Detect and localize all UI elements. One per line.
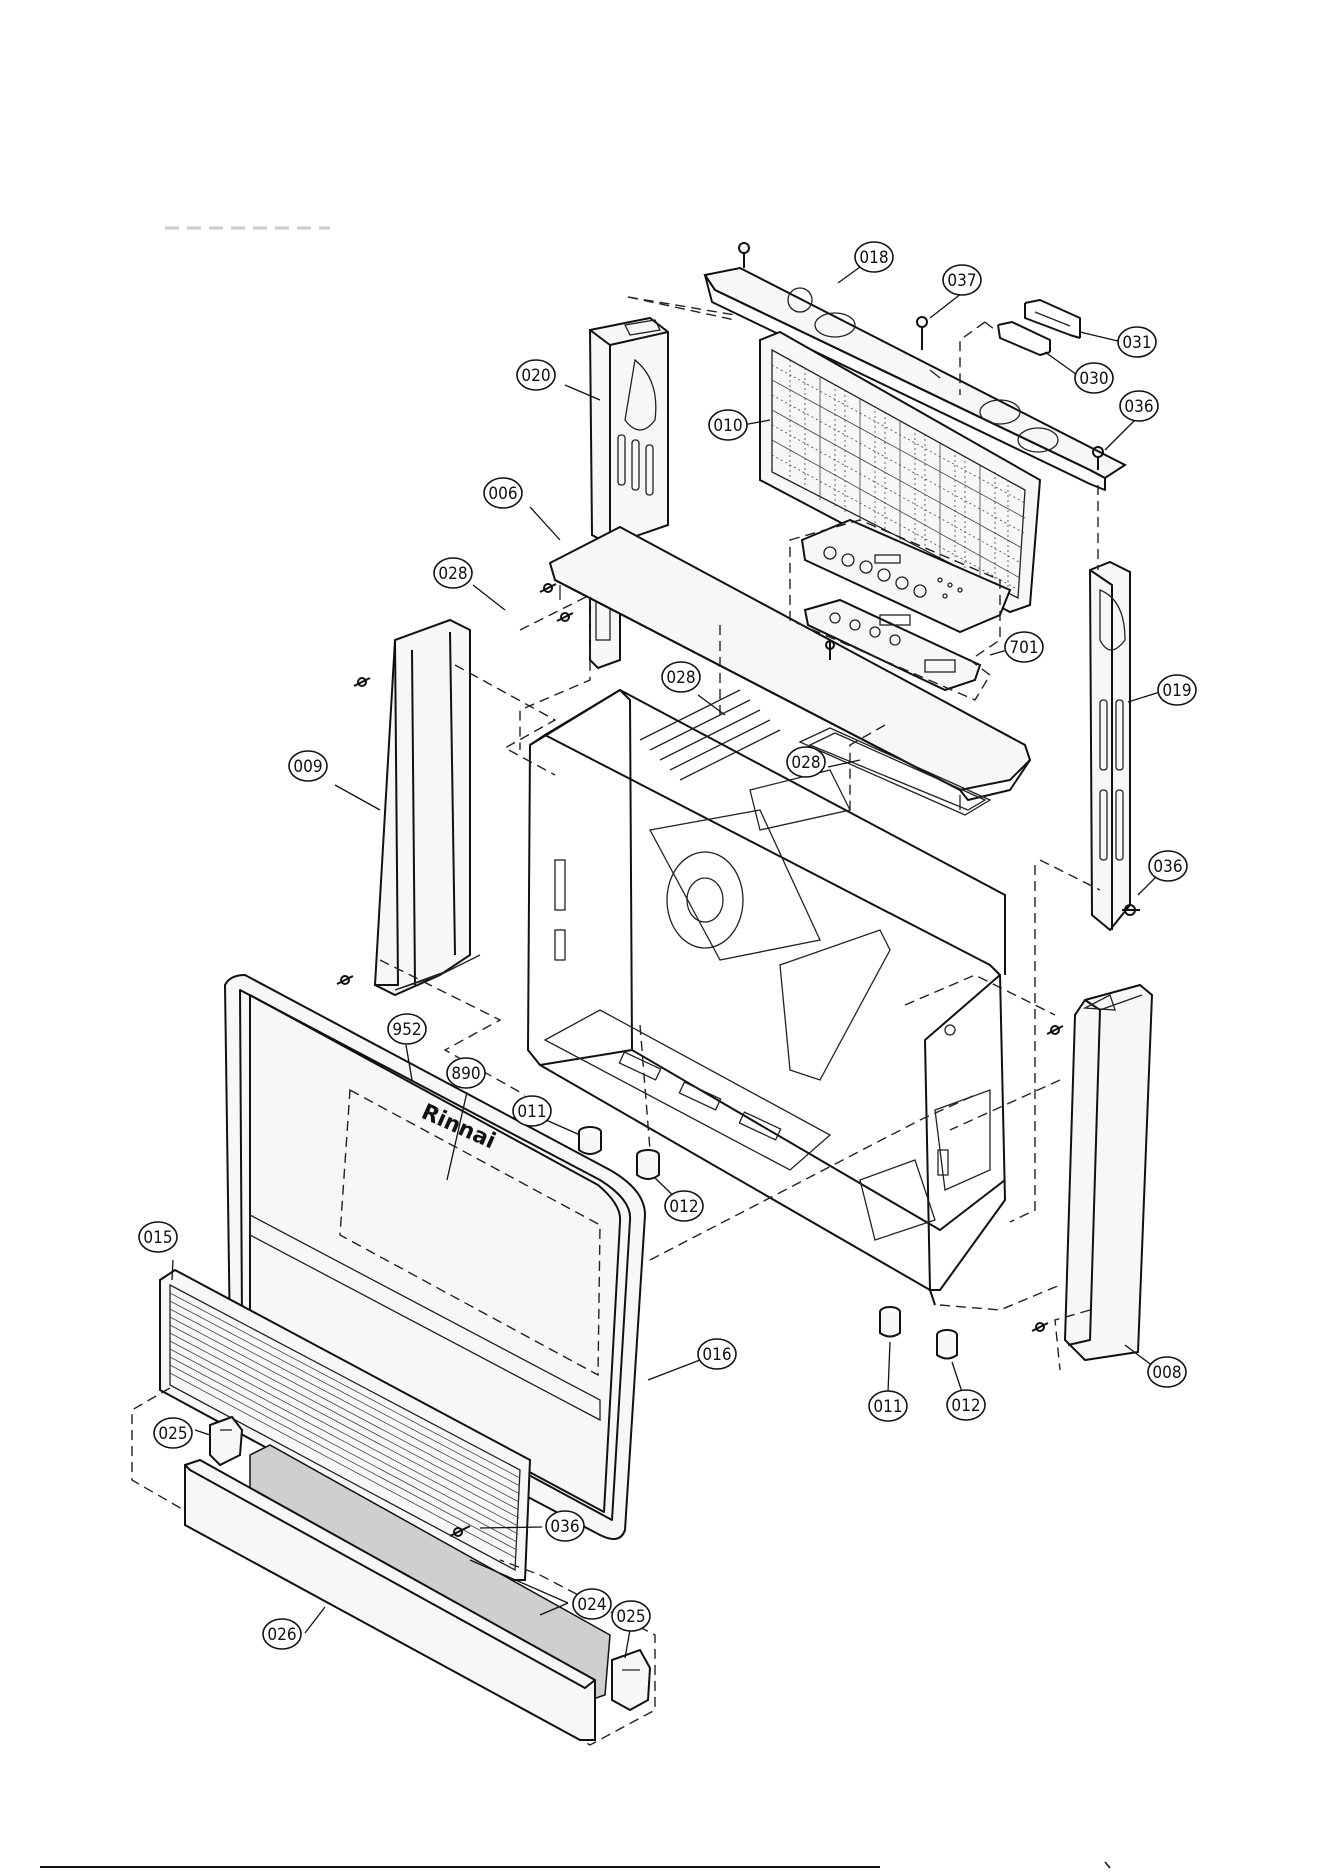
callout-008: 008 (1148, 1357, 1186, 1387)
callout-label: 036 (1153, 857, 1182, 877)
callout-952: 952 (388, 1014, 426, 1044)
callout-024: 024 (573, 1589, 611, 1619)
clip-025-left (210, 1417, 242, 1465)
callout-label: 020 (521, 366, 550, 386)
callout-label: 018 (859, 248, 888, 268)
screw-top-left (739, 243, 749, 268)
callout-037: 037 (943, 265, 981, 295)
callout-label: 028 (438, 564, 467, 584)
frame-009 (375, 620, 480, 995)
callout-701: 701 (1005, 632, 1043, 662)
callout-036b: 036 (1149, 851, 1187, 881)
foot-012-lower (937, 1330, 957, 1359)
callout-label: 015 (143, 1228, 172, 1248)
callout-label: 012 (951, 1396, 980, 1416)
callout-label: 008 (1152, 1363, 1181, 1383)
callout-018: 018 (855, 242, 893, 272)
callout-036a: 036 (1120, 391, 1158, 421)
callout-label: 024 (577, 1595, 606, 1615)
side-panel-008 (1065, 985, 1152, 1360)
footer-rule (40, 1862, 1110, 1868)
bracket-030 (998, 322, 1050, 355)
callout-label: 009 (293, 757, 322, 777)
callout-label: 010 (713, 416, 742, 436)
callout-label: 026 (267, 1625, 296, 1645)
frame-screws (337, 678, 370, 984)
callout-011b: 011 (869, 1391, 907, 1421)
callout-label: 011 (517, 1102, 546, 1122)
callout-label: 030 (1079, 369, 1108, 389)
callout-012b: 012 (947, 1390, 985, 1420)
callout-028c: 028 (787, 747, 825, 777)
callout-031: 031 (1118, 327, 1156, 357)
callout-036c: 036 (546, 1511, 584, 1541)
callout-009: 009 (289, 751, 327, 781)
callout-025b: 025 (612, 1601, 650, 1631)
foot-012-upper (637, 1150, 659, 1179)
callout-006: 006 (484, 478, 522, 508)
callout-label: 012 (669, 1197, 698, 1217)
panel-008-screws (1032, 1026, 1063, 1331)
callout-030: 030 (1075, 363, 1113, 393)
callout-label: 016 (702, 1345, 731, 1365)
callout-026: 026 (263, 1619, 301, 1649)
callout-015: 015 (139, 1222, 177, 1252)
callout-028a: 028 (434, 558, 472, 588)
callout-019: 019 (1158, 675, 1196, 705)
callout-011a: 011 (513, 1096, 551, 1126)
callout-010: 010 (709, 410, 747, 440)
callout-label: 952 (392, 1020, 421, 1040)
callout-label: 011 (873, 1397, 902, 1417)
callout-028b: 028 (662, 662, 700, 692)
callout-label: 036 (550, 1517, 579, 1537)
callout-label: 028 (666, 668, 695, 688)
callout-label: 701 (1009, 638, 1038, 658)
callout-label: 025 (616, 1607, 645, 1627)
callout-label: 037 (947, 271, 976, 291)
side-panel-019 (1090, 562, 1130, 930)
callout-012a: 012 (665, 1191, 703, 1221)
callout-025a: 025 (154, 1418, 192, 1448)
callout-label: 036 (1124, 397, 1153, 417)
foot-011-lower (880, 1307, 900, 1337)
callout-890: 890 (447, 1058, 485, 1088)
screw-037 (917, 317, 927, 350)
callout-label: 006 (488, 484, 517, 504)
callout-label: 019 (1162, 681, 1191, 701)
clip-025-right (612, 1650, 650, 1710)
callout-label: 025 (158, 1424, 187, 1444)
callout-020: 020 (517, 360, 555, 390)
callout-label: 890 (451, 1064, 480, 1084)
callout-label: 028 (791, 753, 820, 773)
foot-011-upper (579, 1127, 601, 1154)
callout-016: 016 (698, 1339, 736, 1369)
callout-label: 031 (1122, 333, 1151, 353)
